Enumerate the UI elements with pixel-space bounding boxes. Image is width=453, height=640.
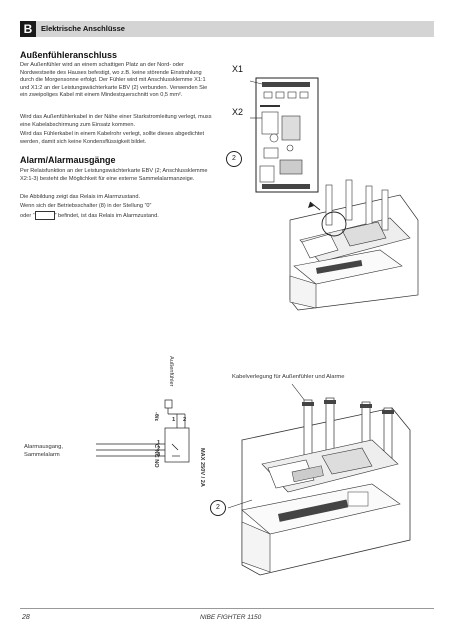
circuit-board-figure <box>249 77 319 193</box>
section-header: B Elektrische Anschlüsse <box>20 21 434 37</box>
heading-alarm: Alarm/Alarmausgänge <box>20 155 116 165</box>
paragraph-switch: Wenn sich der Betriebsschalter (8) in de… <box>20 203 212 220</box>
caption-cable-routing: Kabelverlegung für Außenfühler und Alarm… <box>232 374 345 380</box>
section-title: Elektrische Anschlüsse <box>41 24 125 33</box>
switch-text-b-post: ” befindet, ist das Relais im Alarmzusta… <box>54 212 159 219</box>
unit-interior-bottom-figure <box>227 383 411 576</box>
callout-2-top: 2 <box>226 151 242 167</box>
label-x2: X2 <box>232 107 244 117</box>
paragraph-shielding: Wird das Außenfühlerkabel in der Nähe ei… <box>20 114 212 128</box>
paragraph-alarm-state: Die Abbildung zeigt das Relais im Alarmz… <box>20 194 141 200</box>
section-badge: B <box>20 21 36 37</box>
label-alarm-output: Alarmausgang, Sammelalarm <box>24 444 63 458</box>
terminal-top-1: 1 <box>172 417 176 423</box>
unit-interior-top-figure <box>289 179 419 311</box>
terminal-top-2: 2 <box>183 417 187 423</box>
footer-rule <box>20 608 434 609</box>
switch-symbol-icon <box>34 210 55 220</box>
callout-2-bottom: 2 <box>210 500 226 516</box>
terminal-side-1: 1 <box>157 440 161 446</box>
label-x1: X1 <box>232 64 244 74</box>
paragraph-relay: Per Relaisfunktion an der Leistungswächt… <box>20 168 208 182</box>
footer-model: NIBE FIGHTER 1150 <box>200 614 262 621</box>
page-number: 28 <box>22 614 30 621</box>
terminal-side-3: 3 <box>157 452 161 458</box>
wiring-diagram <box>96 399 190 463</box>
paragraph-sensor-placement: Der Außenfühler wird an einem schattigen… <box>20 62 208 99</box>
label-aussenfuehler: Außenfühler <box>168 356 174 387</box>
paragraph-conduit: Wird das Fühlerkabel in einem Kabelrohr … <box>20 131 205 145</box>
switch-text-b-pre: oder “ <box>20 212 35 219</box>
terminal-side-2: 2 <box>157 446 161 452</box>
switch-text-a: Wenn sich der Betriebsschalter (8) in de… <box>20 203 152 209</box>
heading-aussenfuehler: Außenfühleranschluss <box>20 50 118 60</box>
